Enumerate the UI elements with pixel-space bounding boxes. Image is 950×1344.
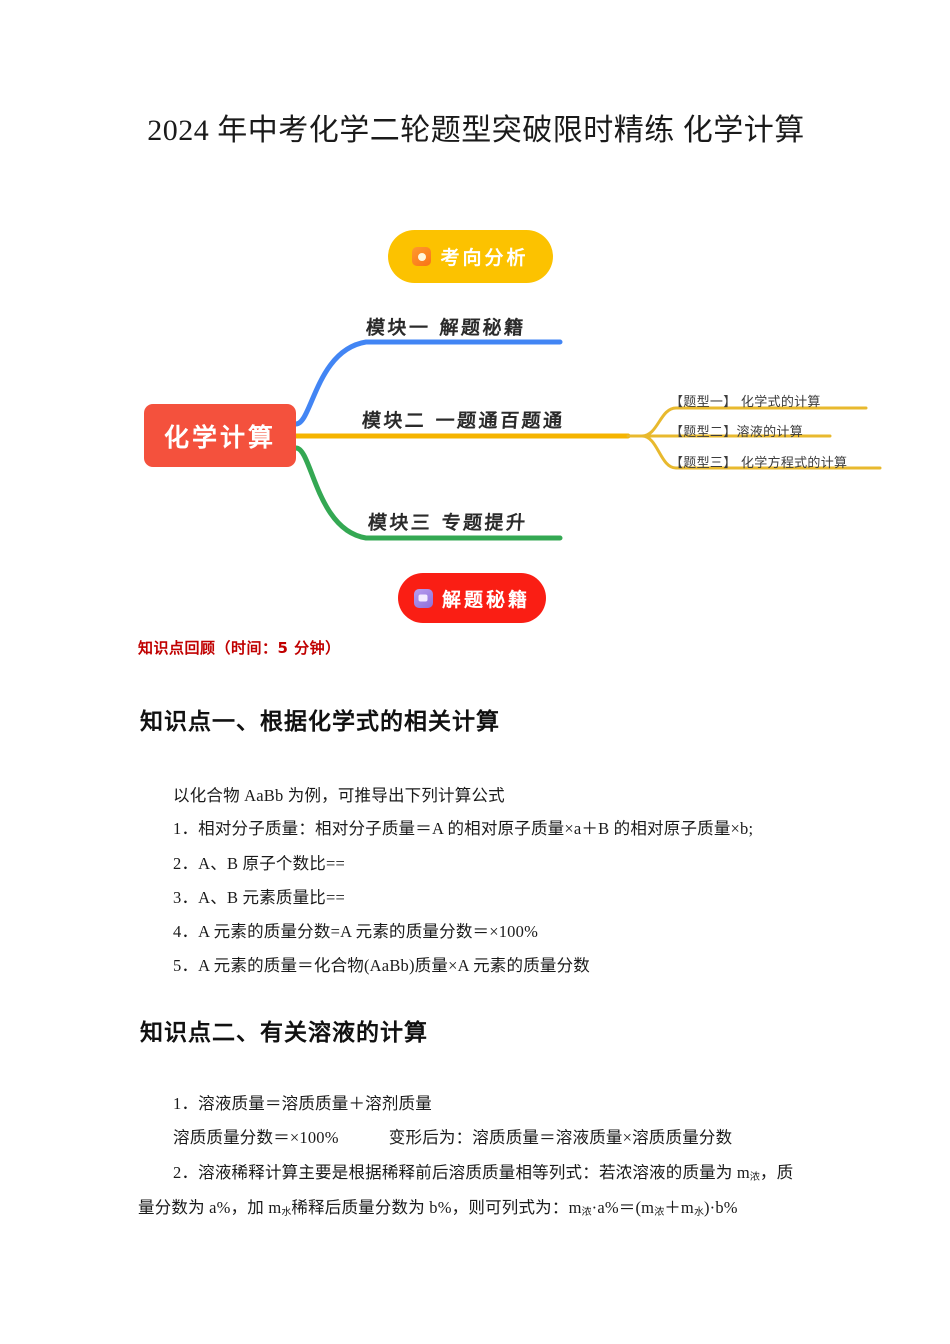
section-heading-1: 知识点一、根据化学式的相关计算 <box>140 709 500 735</box>
branch-label-module-1: 模块一 解题秘籍 <box>365 317 527 339</box>
kp2-line-1: 溶质质量分数＝×100% 变形后为：溶质质量＝溶液质量×溶质质量分数 <box>173 1128 733 1147</box>
dilution-text-2e: )·b% <box>703 1198 738 1217</box>
mindmap-root-node[interactable]: 化学计算 <box>144 404 296 467</box>
mindmap-connectors <box>293 339 882 541</box>
sub-item-tixing-1: 【题型一】 化学式的计算 <box>670 395 821 410</box>
kaoxiang-fenxi-pill[interactable]: 考向分析 <box>388 230 553 283</box>
circle-badge-icon <box>412 247 432 266</box>
dilution-text-1a: 2．溶液稀释计算主要是根据稀释前后溶质质量相等列式：若浓溶液的质量为 m <box>173 1163 750 1182</box>
dilution-text-2c: ·a%＝(m <box>591 1198 655 1217</box>
review-heading: 知识点回顾（时间：5 分钟） <box>138 639 341 657</box>
mindmap-root-label: 化学计算 <box>163 422 276 452</box>
dilution-text-2a: 量分数为 a%，加 m <box>138 1198 282 1217</box>
branch-label-module-3: 模块三 专题提升 <box>367 512 529 534</box>
jieti-miji-label: 解题秘籍 <box>441 588 530 611</box>
dilution-sub-nong-2: 浓 <box>581 1207 592 1218</box>
book-badge-icon <box>413 588 433 608</box>
dilution-text-1b: ，质 <box>759 1163 794 1182</box>
mindmap-diagram: 考向分析 化学计算 模块一 解题秘籍 模块二 一题通百题通 模块三 专题提升 【… <box>130 218 890 638</box>
kp2-line-0: 1．溶液质量＝溶质质量＋溶剂质量 <box>173 1094 432 1113</box>
section-heading-2: 知识点二、有关溶液的计算 <box>140 1020 428 1046</box>
kp1-line-4: 4．A 元素的质量分数=A 元素的质量分数＝×100% <box>173 922 539 941</box>
sub-item-tixing-2: 【题型二】溶液的计算 <box>670 425 804 440</box>
kp1-line-1: 1．相对分子质量：相对分子质量＝A 的相对原子质量×a＋B 的相对原子质量×b; <box>173 819 754 838</box>
kp1-line-2: 2．A、B 原子个数比== <box>173 854 346 873</box>
jieti-miji-pill[interactable]: 解题秘籍 <box>398 573 546 623</box>
kp1-line-3: 3．A、B 元素质量比== <box>173 888 346 907</box>
kaoxiang-fenxi-label: 考向分析 <box>440 247 529 269</box>
dilution-text-2d: ＋m <box>664 1198 694 1217</box>
kp2-dilution-line-2: 量分数为 a%，加 m水稀释后质量分数为 b%，则可列式为：m浓·a%＝(m浓＋… <box>138 1194 738 1218</box>
dilution-sub-shui-1: 水 <box>281 1207 292 1218</box>
dilution-sub-shui-2: 水 <box>693 1207 704 1218</box>
dilution-sub-nong-3: 浓 <box>654 1207 665 1218</box>
dilution-text-2b: 稀释后质量分数为 b%，则可列式为：m <box>291 1198 582 1217</box>
kp2-dilution-line-1: 2．溶液稀释计算主要是根据稀释前后溶质质量相等列式：若浓溶液的质量为 m浓，质 <box>173 1159 793 1183</box>
sub-item-tixing-3: 【题型三】 化学方程式的计算 <box>670 456 848 471</box>
dilution-sub-nong-1: 浓 <box>749 1172 760 1183</box>
kp1-line-0: 以化合物 AaBb 为例，可推导出下列计算公式 <box>173 786 505 805</box>
page-title: 2024 年中考化学二轮题型突破限时精练 化学计算 <box>147 114 805 147</box>
branch-label-module-2: 模块二 一题通百题通 <box>361 410 566 432</box>
kp1-line-5: 5．A 元素的质量＝化合物(AaBb)质量×A 元素的质量分数 <box>173 956 590 975</box>
